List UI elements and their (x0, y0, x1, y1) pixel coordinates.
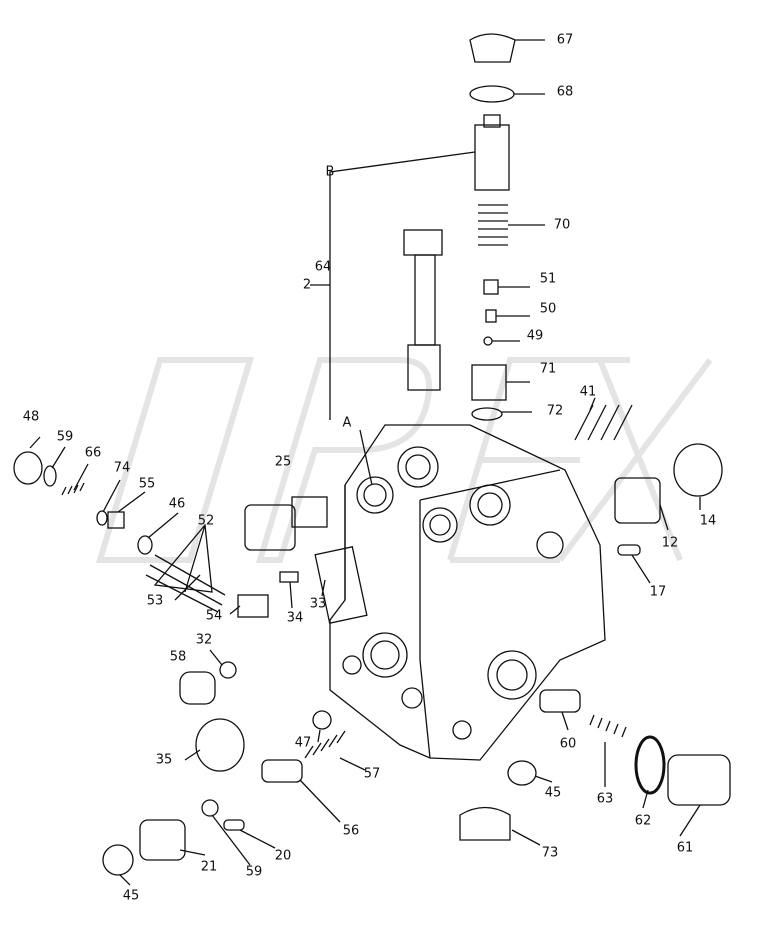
callout-label: 51 (539, 271, 557, 287)
callout-label: B (325, 164, 335, 180)
part-49 (483, 336, 493, 346)
part-74 (96, 510, 108, 526)
part-46 (137, 535, 153, 555)
watermark-logo (95, 357, 713, 563)
callout-label: 56 (342, 823, 360, 839)
part-51 (483, 279, 499, 295)
callout-label: 47 (294, 735, 312, 751)
callout-label: 35 (155, 752, 173, 768)
part-58 (179, 671, 216, 705)
callout-label: 73 (541, 845, 559, 861)
part-66 (61, 482, 85, 496)
part-20 (223, 819, 245, 831)
callout-label: 32 (195, 632, 213, 648)
callout-label: 72 (546, 403, 564, 419)
part-12 (614, 477, 661, 524)
part-70 (478, 204, 508, 246)
callout-label: 50 (539, 301, 557, 317)
part-45 (507, 760, 537, 786)
callout-label: 71 (539, 361, 557, 377)
callout-label: 62 (634, 813, 652, 829)
part-14 (673, 443, 723, 497)
part-68 (469, 85, 515, 103)
callout-label: 45 (122, 888, 140, 904)
part-64 (403, 229, 443, 256)
callout-label: 67 (556, 32, 574, 48)
part-56 (261, 759, 303, 783)
part-48 (13, 451, 43, 485)
callout-label: 58 (169, 649, 187, 665)
part-17 (617, 544, 641, 556)
callout-label: 49 (526, 328, 544, 344)
part-sleeve (474, 124, 510, 191)
part-25 (244, 504, 296, 551)
callout-label: 60 (559, 736, 577, 752)
part-67 (469, 33, 516, 63)
callout-label: 25 (274, 454, 292, 470)
part-62 (634, 735, 666, 795)
callout-label: 55 (138, 476, 156, 492)
part-47 (312, 710, 332, 730)
callout-label: 33 (309, 596, 327, 612)
part-59 (43, 465, 57, 487)
part-55 (107, 511, 125, 529)
callout-label: 41 (579, 384, 597, 400)
callout-label: 70 (553, 217, 571, 233)
part-35 (195, 718, 245, 772)
part-61 (667, 754, 731, 806)
part-41 (574, 404, 633, 441)
valve-body (329, 424, 606, 761)
callout-label: 20 (274, 848, 292, 864)
part-57 (304, 730, 346, 759)
part-34 (279, 571, 299, 583)
callout-label: 54 (205, 608, 223, 624)
callout-label: 21 (200, 859, 218, 875)
callout-label: 45 (544, 785, 562, 801)
part-33 (314, 546, 368, 624)
callout-label: 34 (286, 610, 304, 626)
callout-label: 57 (363, 766, 381, 782)
callout-label: 48 (22, 409, 40, 425)
part-73 (459, 806, 511, 841)
part-59b (201, 799, 219, 817)
callout-label: 59 (56, 429, 74, 445)
callout-label: 2 (302, 277, 312, 293)
callout-label: 46 (168, 496, 186, 512)
callout-label: 66 (84, 445, 102, 461)
callout-label: 74 (113, 460, 131, 476)
callout-label: 14 (699, 513, 717, 529)
part-50 (485, 309, 497, 323)
callout-label: 59 (245, 864, 263, 880)
callout-label: 61 (676, 840, 694, 856)
callout-label: 17 (649, 584, 667, 600)
part-21 (139, 819, 186, 861)
callout-label: 68 (556, 84, 574, 100)
callout-label: 52 (197, 513, 215, 529)
part-45b (102, 844, 134, 876)
part-71 (471, 364, 507, 401)
callout-label: A (342, 415, 352, 431)
callout-label: 64 (314, 259, 332, 275)
callout-label: 53 (146, 593, 164, 609)
part-63 (589, 714, 627, 738)
part-60 (539, 689, 581, 713)
callout-label: 12 (661, 535, 679, 551)
part-72 (471, 407, 503, 421)
part-54 (237, 594, 269, 618)
callout-label: 63 (596, 791, 614, 807)
part-32 (219, 661, 237, 679)
